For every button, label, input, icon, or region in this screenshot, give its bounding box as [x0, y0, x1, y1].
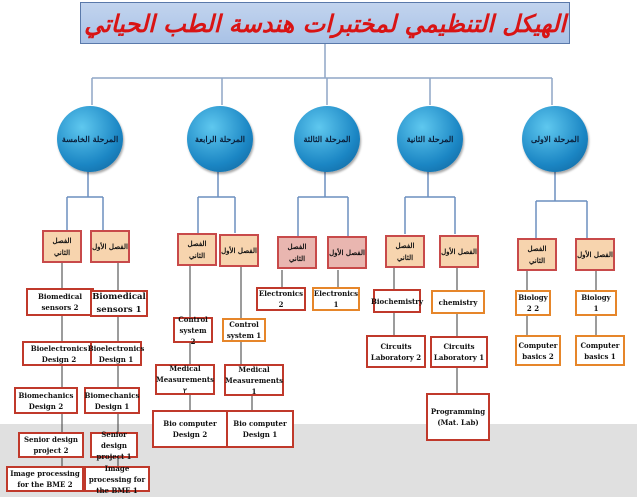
- course-biology-1[interactable]: Biology 1: [575, 290, 617, 316]
- course-programming-matlab[interactable]: Programming (Mat. Lab): [426, 393, 490, 441]
- stage-1-semester-1[interactable]: الفصل الأول: [575, 238, 615, 271]
- course-bio-computer-design-2[interactable]: Bio computer Design 2: [152, 410, 228, 448]
- stage-4-semester-1[interactable]: الفصل الأول: [219, 234, 259, 267]
- course-image-processing-2[interactable]: Image processing for the BME 2: [6, 466, 84, 492]
- course-biochemistry[interactable]: Biochemistry: [371, 289, 423, 313]
- stage-5-semester-1[interactable]: الفصل الأول: [90, 230, 130, 263]
- course-senior-design-project-2[interactable]: Senior design project 2: [18, 432, 84, 458]
- course-medical-measurements-2[interactable]: Medical Measurements ٢: [155, 364, 215, 395]
- course-biomedical-sensors-1[interactable]: Biomedical sensors 1: [90, 290, 148, 317]
- stage-2-node[interactable]: المرحلة الثانية: [397, 106, 463, 172]
- course-biology-2[interactable]: Biology 2 2: [515, 290, 551, 316]
- course-circuits-laboratory-1[interactable]: Circuits Laboratory 1: [430, 336, 488, 368]
- course-image-processing-1[interactable]: Image processing for the BME 1: [84, 464, 150, 495]
- stage-1-semester-2[interactable]: الفصل الثاني: [517, 238, 557, 271]
- course-bioelectronics-design-1[interactable]: Bioelectronics Design 1: [88, 341, 144, 366]
- course-chemistry[interactable]: chemistry: [431, 290, 485, 314]
- chart-title: الهيكل التنظيمي لمختبرات هندسة الطب الحي…: [80, 2, 570, 44]
- stage-5-node[interactable]: المرحلة الخامسة: [57, 106, 123, 172]
- course-bioelectronics-design-2[interactable]: Bioelectronics Design 2: [22, 341, 96, 366]
- course-electronics-2[interactable]: Electronics 2: [256, 287, 306, 311]
- course-circuits-laboratory-2[interactable]: Circuits Laboratory 2: [366, 335, 426, 368]
- stage-3-node[interactable]: المرحلة الثالثة: [294, 106, 360, 172]
- stage-4-semester-2[interactable]: الفصل الثاني: [177, 233, 217, 266]
- course-senior-design-project-1[interactable]: Senior design project 1: [90, 430, 138, 461]
- course-electronics-1[interactable]: Electronics 1: [312, 287, 360, 311]
- course-biomechanics-design-1[interactable]: Biomechanics Design 1: [84, 387, 140, 414]
- stage-2-semester-2[interactable]: الفصل الثاني: [385, 235, 425, 268]
- course-biomechanics-design-2[interactable]: Biomechanics Design 2: [14, 387, 78, 414]
- course-computer-basics-1[interactable]: Computer basics 1: [575, 335, 625, 366]
- course-control-system-1[interactable]: Control system 1: [222, 318, 266, 342]
- course-control-system-2[interactable]: Control system 2: [173, 315, 213, 346]
- course-bio-computer-design-1[interactable]: Bio computer Design 1: [226, 410, 294, 448]
- stage-3-semester-2[interactable]: الفصل الثاني: [277, 236, 317, 269]
- stage-1-node[interactable]: المرحلة الاولى: [522, 106, 588, 172]
- course-biomedical-sensors-2[interactable]: Biomedical sensors 2: [26, 288, 94, 316]
- course-medical-measurements-1[interactable]: Medical Measurements 1: [224, 364, 284, 396]
- stage-3-semester-1[interactable]: الفصل الأول: [327, 236, 367, 269]
- stage-2-semester-1[interactable]: الفصل الأول: [439, 235, 479, 268]
- course-computer-basics-2[interactable]: Computer basics 2: [515, 335, 561, 366]
- stage-4-node[interactable]: المرحلة الرابعة: [187, 106, 253, 172]
- stage-5-semester-2[interactable]: الفصل الثاني: [42, 230, 82, 263]
